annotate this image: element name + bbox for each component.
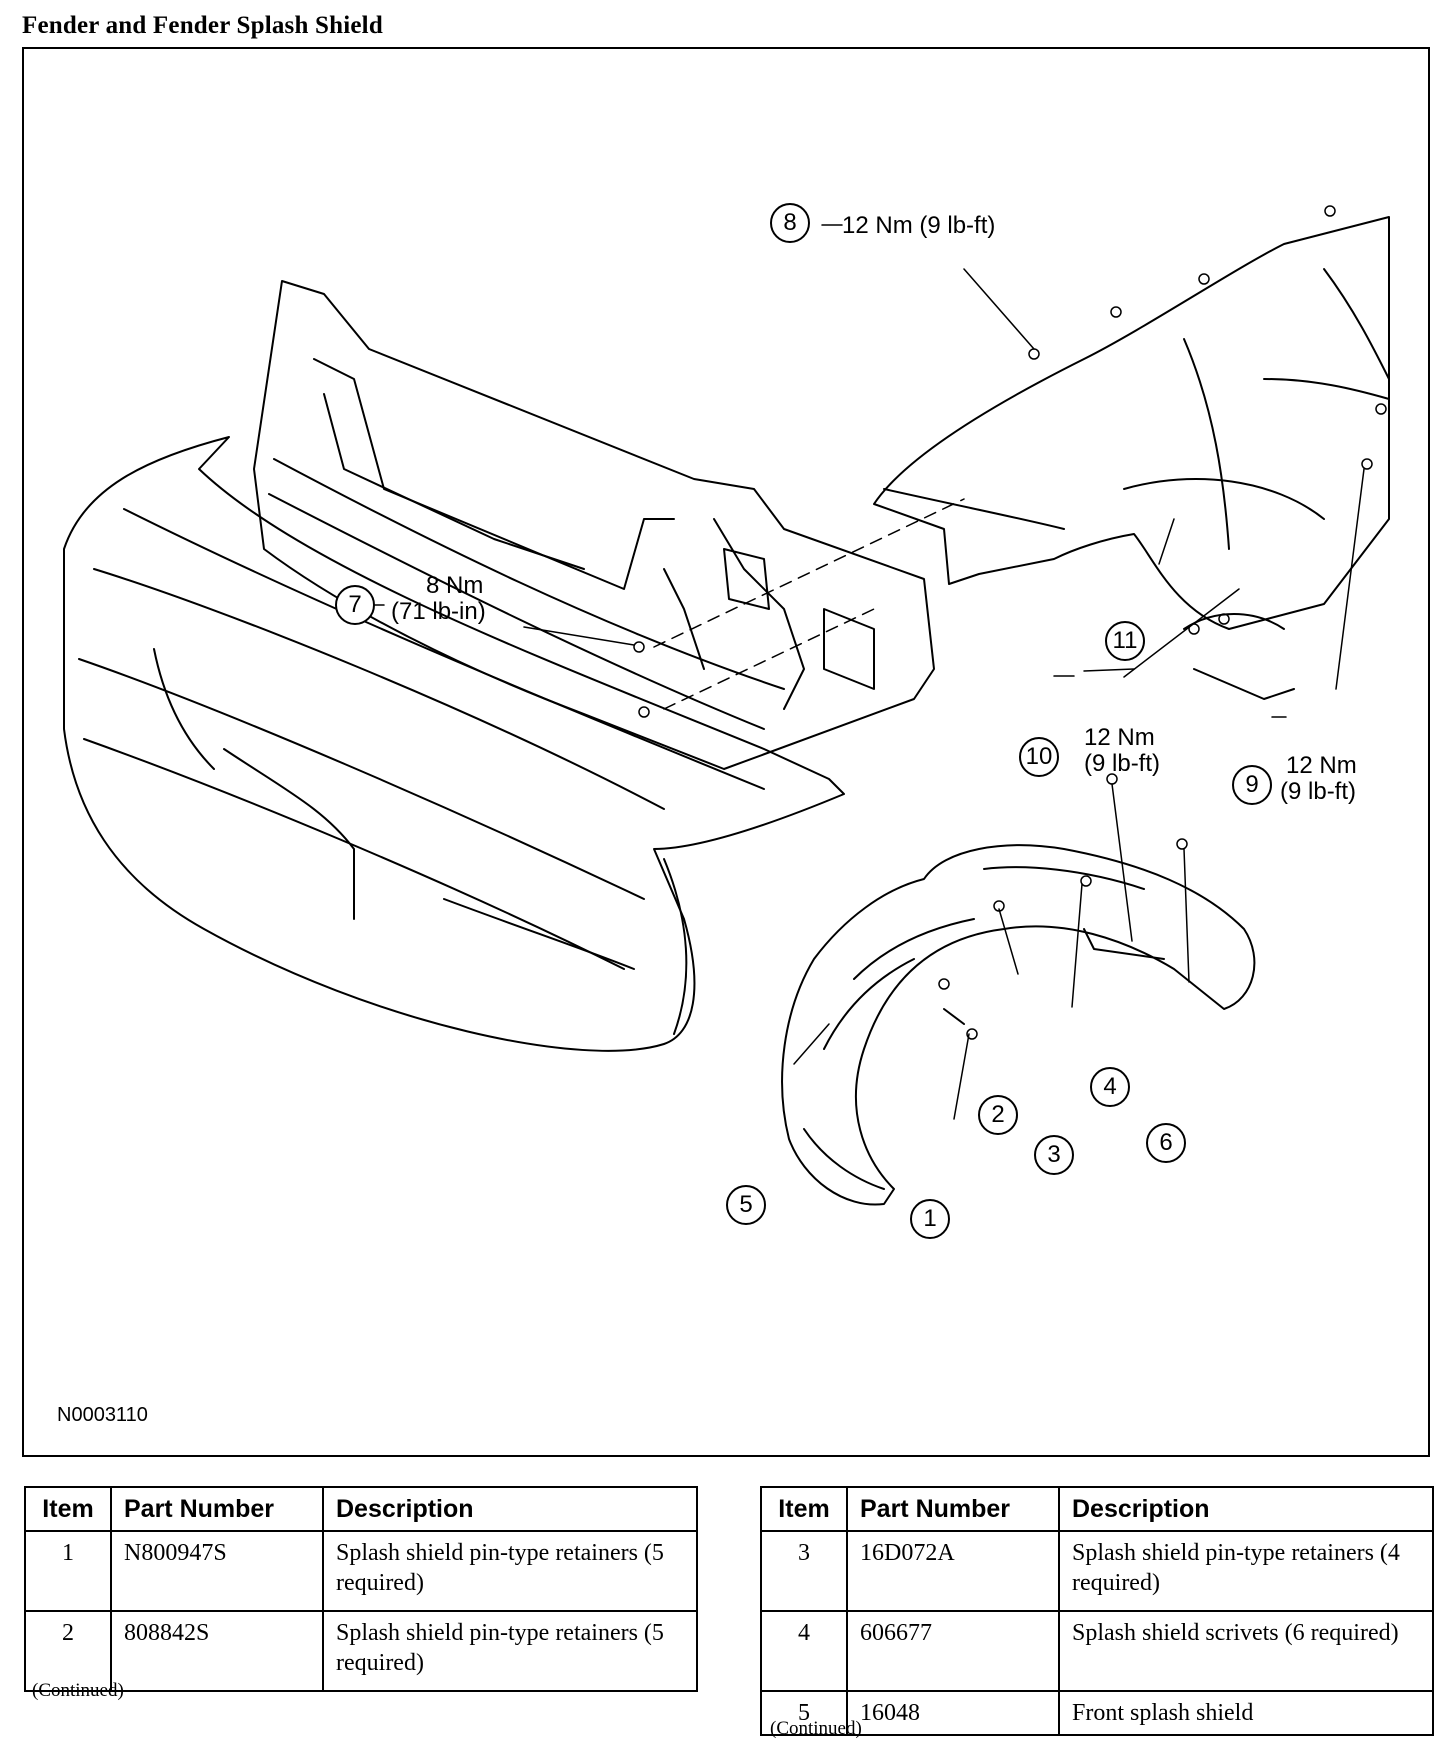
cell-item: 5: [760, 1690, 848, 1736]
header-part-number: Part Number: [846, 1486, 1060, 1532]
callout-7: 7: [335, 585, 375, 625]
parts-table-left: Item Part Number Description 1 N800947S …: [24, 1486, 698, 1692]
cell-part-number: 808842S: [110, 1610, 324, 1692]
cell-part-number: 16D072A: [846, 1530, 1060, 1612]
table-row: 2 808842S Splash shield pin-type retaine…: [24, 1610, 698, 1692]
torque-10-nm: 12 Nm: [1084, 724, 1155, 751]
callout-1: 1: [910, 1199, 950, 1239]
table-row: 4 606677 Splash shield scrivets (6 requi…: [760, 1610, 1434, 1692]
callout-9: 9: [1232, 765, 1272, 805]
table-header-row: Item Part Number Description: [24, 1486, 698, 1532]
header-item: Item: [24, 1486, 112, 1532]
table-row: 5 16048 Front splash shield: [760, 1690, 1434, 1736]
cell-description: Splash shield scrivets (6 required): [1058, 1610, 1434, 1692]
page-title: Fender and Fender Splash Shield: [22, 12, 383, 39]
cell-part-number: 606677: [846, 1610, 1060, 1692]
table-row: 3 16D072A Splash shield pin-type retaine…: [760, 1530, 1434, 1612]
torque-9-nm: 12 Nm: [1286, 752, 1357, 779]
callout-3: 3: [1034, 1135, 1074, 1175]
continued-note-left: (Continued): [32, 1680, 124, 1701]
header-description: Description: [1058, 1486, 1434, 1532]
cell-description: Splash shield pin-type retainers (5 requ…: [322, 1610, 698, 1692]
bumper-cover: [63, 436, 845, 1052]
cell-part-number: N800947S: [110, 1530, 324, 1612]
header-part-number: Part Number: [110, 1486, 324, 1532]
cell-item: 4: [760, 1610, 848, 1692]
fasteners: [633, 205, 1387, 1040]
table-header-row: Item Part Number Description: [760, 1486, 1434, 1532]
parts-table-right: Item Part Number Description 3 16D072A S…: [760, 1486, 1434, 1736]
radiator-support: [253, 280, 935, 770]
cell-part-number: 16048: [846, 1690, 1060, 1736]
callout-5: 5: [726, 1185, 766, 1225]
figure-id: N0003110: [57, 1404, 148, 1426]
callout-10: 10: [1019, 737, 1059, 777]
callout-4: 4: [1090, 1067, 1130, 1107]
diagram-drawing: [63, 205, 1390, 1206]
table-row: 1 N800947S Splash shield pin-type retain…: [24, 1530, 698, 1612]
callout-11: 11: [1105, 621, 1145, 661]
torque-7-nm: 8 Nm: [426, 572, 484, 599]
leader-lines: [374, 224, 1365, 1120]
continued-note-right: (Continued): [770, 1718, 862, 1739]
torque-9-lbft: (9 lb-ft): [1280, 778, 1357, 805]
cell-item: 2: [24, 1610, 112, 1692]
callout-6: 6: [1146, 1123, 1186, 1163]
cell-description: Splash shield pin-type retainers (5 requ…: [322, 1530, 698, 1612]
cell-item: 3: [760, 1530, 848, 1612]
torque-8: 12 Nm (9 lb-ft): [842, 212, 996, 239]
header-description: Description: [322, 1486, 698, 1532]
cell-item: 1: [24, 1530, 112, 1612]
fender: [873, 216, 1390, 700]
fender-splash-shield: [781, 844, 1256, 1206]
cell-description: Front splash shield: [1058, 1690, 1434, 1736]
torque-7-lbin: (71 lb-in): [391, 598, 486, 625]
torque-10-lbft: (9 lb-ft): [1084, 750, 1161, 777]
cell-description: Splash shield pin-type retainers (4 requ…: [1058, 1530, 1434, 1612]
callout-8: 8: [770, 203, 810, 243]
callout-2: 2: [978, 1095, 1018, 1135]
exploded-diagram: 8 12 Nm (9 lb-ft) 7 8 Nm (71 lb-in) 11 1…: [22, 47, 1430, 1457]
header-item: Item: [760, 1486, 848, 1532]
